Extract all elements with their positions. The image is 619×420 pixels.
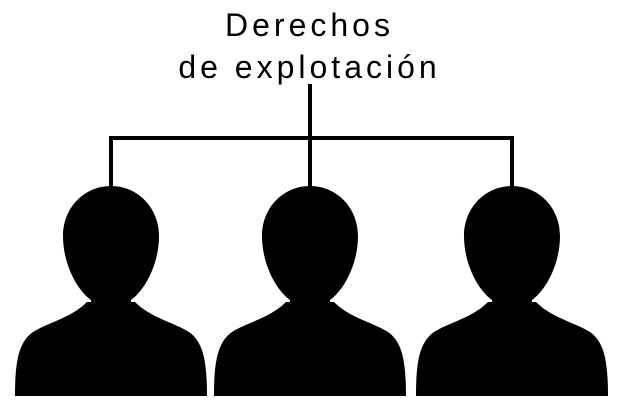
person-silhouette-icon bbox=[416, 186, 608, 396]
person-silhouette-icon bbox=[15, 186, 207, 396]
title-line-1: Derechos bbox=[225, 7, 394, 43]
title-line-2: de explotación bbox=[178, 49, 441, 85]
diagram-title: Derechos de explotación bbox=[0, 4, 619, 88]
person-silhouette-icon bbox=[214, 186, 406, 396]
connector-lines bbox=[109, 84, 514, 190]
